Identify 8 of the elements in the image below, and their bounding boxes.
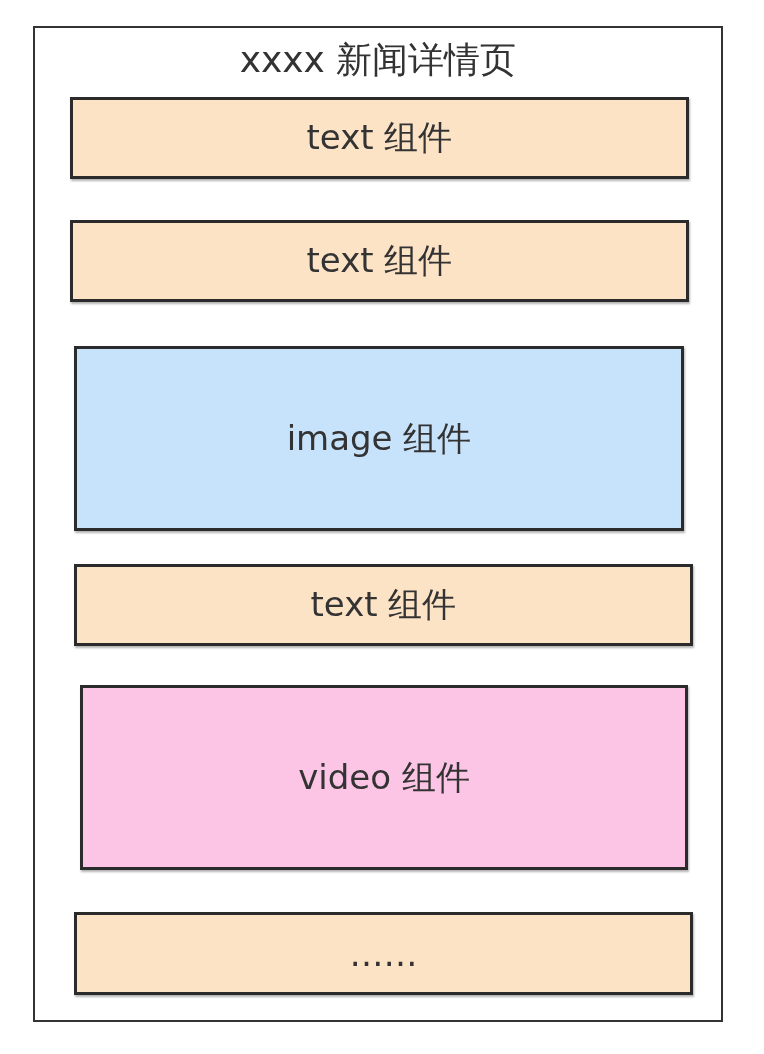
- component-box: image 组件: [74, 346, 684, 531]
- component-box: text 组件: [70, 97, 689, 179]
- component-box: ……: [74, 912, 693, 995]
- component-box: text 组件: [74, 564, 693, 646]
- page-title: xxxx 新闻详情页: [238, 38, 518, 82]
- component-box: video 组件: [80, 685, 688, 870]
- page-frame: [33, 26, 723, 1022]
- component-box: text 组件: [70, 220, 689, 302]
